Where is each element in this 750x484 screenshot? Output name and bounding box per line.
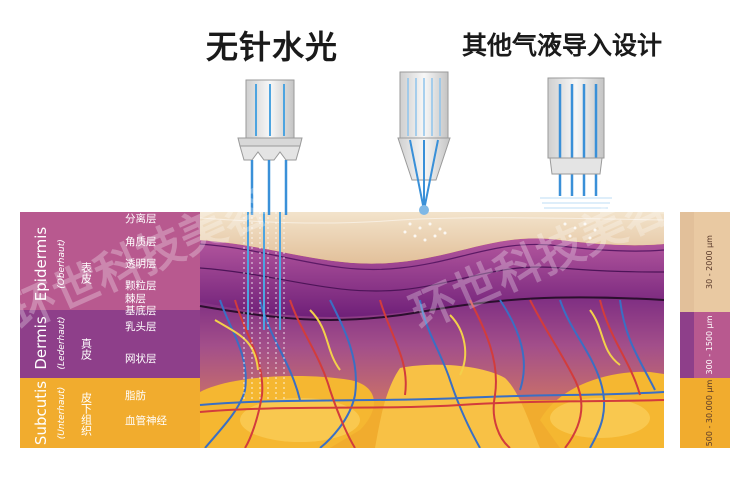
- funnel-injector-device: [397, 71, 451, 215]
- dermis-zh-label: 真皮: [80, 337, 93, 361]
- layer-label-column: [20, 212, 203, 448]
- red-vessels: [199, 299, 664, 448]
- sublayer-label: 网状层: [125, 352, 157, 365]
- sublayer-label: 乳头层: [125, 320, 157, 333]
- needle-free-title: 无针水光: [206, 28, 339, 66]
- epidermis-thickness: 30 - 2000 µm: [705, 235, 714, 289]
- sublayer-label: 分离层: [125, 212, 157, 225]
- dermis-german-label: (Lederhaut): [57, 317, 67, 370]
- sublayer-labels: 分离层 角质层 透明层 颗粒层 棘层 基底层 乳头层 网状层 脂肪 血管神经: [125, 212, 167, 427]
- skin-cross-section: [199, 212, 664, 448]
- subcutis-zh-label: 皮下组织: [80, 392, 93, 436]
- subcutis-band: [20, 378, 203, 448]
- thickness-labels: 30 - 2000 µm 300 - 1500 µm 500 - 30.000 …: [705, 235, 714, 447]
- surface-droplets: [403, 222, 597, 242]
- sublayer-label: 血管神经: [125, 414, 167, 427]
- other-devices-title: 其他气液导入设计: [462, 31, 663, 60]
- sublayer-label: 基底层: [125, 304, 157, 317]
- sublayer-label: 棘层: [125, 293, 146, 305]
- dermis-label: Dermis: [32, 316, 50, 369]
- multi-channel-device: [540, 77, 612, 209]
- nerve-fibers: [214, 309, 621, 376]
- dermis-band: [20, 310, 203, 378]
- epidermis-german-label: (Oberhaut): [57, 239, 67, 289]
- epidermis-band: [20, 212, 203, 310]
- epidermis-label: Epidermis: [32, 227, 50, 302]
- sublayer-label: 颗粒层: [125, 279, 157, 292]
- epidermis-zh-label: 表皮: [80, 261, 93, 285]
- subcutis-label: Subcutis: [32, 381, 50, 445]
- dermis-thickness: 300 - 1500 µm: [705, 315, 714, 374]
- sublayer-label: 角质层: [125, 236, 157, 248]
- blue-vessels: [199, 299, 664, 448]
- sublayer-label: 透明层: [125, 258, 157, 270]
- needle-free-device: [237, 79, 303, 215]
- subcutis-german-label: (Unterhaut): [57, 387, 67, 440]
- subcutis-thickness: 500 - 30.000 µm: [705, 379, 714, 446]
- sublayer-label: 脂肪: [125, 389, 146, 402]
- thickness-scale: [678, 212, 730, 448]
- layer-labels: Epidermis (Oberhaut) 表皮 Dermis (Lederhau…: [32, 227, 93, 445]
- injection-channels: [243, 212, 285, 400]
